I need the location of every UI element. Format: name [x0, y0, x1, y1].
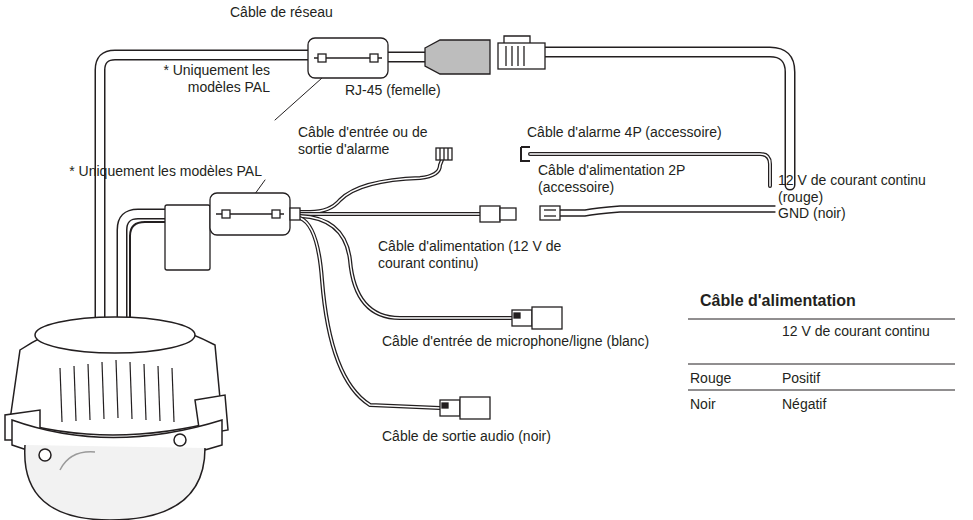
cable-name: Câble de réseau	[230, 4, 370, 21]
table-cell: Rouge	[690, 370, 770, 387]
camera-fin	[74, 366, 76, 421]
cable-name: Câble d'entrée de microphone/ligne (blan…	[382, 333, 702, 350]
note-text: * Uniquement les modèles PAL	[40, 163, 262, 180]
note-text: * Uniquement les modèles PAL	[140, 62, 270, 96]
camera-fin	[172, 368, 174, 422]
camera-fin	[88, 364, 90, 420]
table-header: Câble d'alimentation	[700, 292, 960, 309]
cable-name: Câble d'entrée ou de sortie d'alarme	[298, 124, 458, 158]
table-cell: Positif	[782, 370, 902, 387]
table-cell: 12 V de courant continu	[782, 323, 952, 340]
table-cell: Négatif	[782, 396, 902, 413]
camera-fin	[102, 362, 104, 419]
wire-name: GND (noir)	[778, 205, 928, 222]
cable-name: Câble d'alarme 4P (accessoire)	[527, 124, 757, 141]
table-cell: Noir	[690, 396, 770, 413]
camera-fin	[158, 366, 160, 421]
cable-name: Câble d'alimentation (12 V de courant co…	[378, 238, 588, 272]
cable-name: Câble de sortie audio (noir)	[382, 428, 642, 445]
camera-fin	[116, 360, 118, 418]
camera-fin	[60, 368, 62, 422]
connector-name: RJ-45 (femelle)	[345, 82, 475, 99]
cable-name: Câble d'alimentation 2P (accessoire)	[538, 162, 718, 196]
camera-fin	[130, 362, 132, 419]
wire-name: 12 V de courant continu (rouge)	[778, 172, 948, 206]
camera-fin	[144, 364, 146, 420]
